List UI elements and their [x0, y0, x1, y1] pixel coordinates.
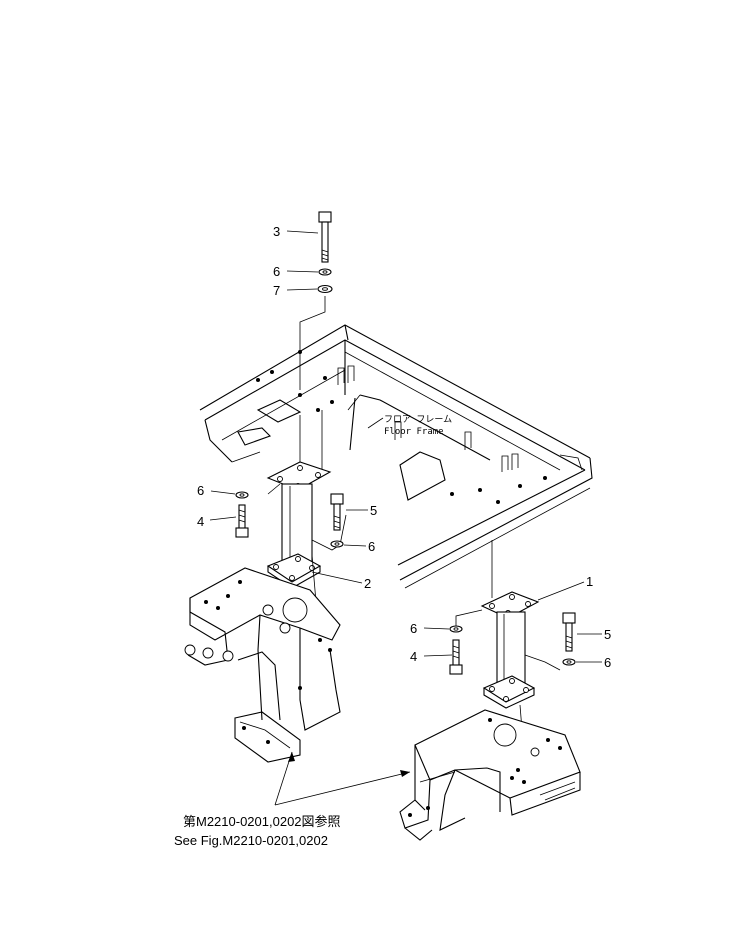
callout-5: 5 — [604, 627, 611, 642]
reference-note: 第M2210-0201,0202図参照 See Fig.M2210-0201,0… — [174, 814, 341, 848]
pedestal-1 — [480, 591, 540, 709]
callout-4: 4 — [410, 649, 417, 664]
lock-washer-6 — [318, 268, 332, 276]
callout-7: 7 — [273, 283, 280, 298]
floor-frame-label-jp: フロア フレーム — [384, 414, 452, 425]
floor-frame — [199, 324, 593, 589]
bolt-3 — [318, 211, 332, 263]
callout-6: 6 — [410, 621, 417, 636]
bolt-4-right — [449, 639, 463, 675]
bolt-5-right — [562, 612, 576, 652]
callout-3: 3 — [273, 224, 280, 239]
callout-2: 2 — [364, 576, 371, 591]
callout-5: 5 — [370, 503, 377, 518]
washer-6-left — [235, 491, 249, 499]
washer-6-right-a — [449, 625, 463, 633]
reference-note-jp: 第M2210-0201,0202図参照 — [183, 814, 341, 829]
callout-6: 6 — [197, 483, 204, 498]
reference-note-en: See Fig.M2210-0201,0202 — [174, 833, 328, 848]
callout-labels: 3 6 7 6 4 5 6 2 1 6 5 4 6 — [197, 224, 611, 670]
right-frame-block — [399, 709, 581, 841]
callout-6: 6 — [273, 264, 280, 279]
callout-1: 1 — [586, 574, 593, 589]
callout-4: 4 — [197, 514, 204, 529]
washer-6-center — [330, 540, 344, 548]
left-frame-block — [184, 567, 341, 763]
leader-lines — [209, 230, 602, 806]
washer-6-right-b — [562, 658, 576, 666]
callout-6: 6 — [604, 655, 611, 670]
floor-frame-label: フロア フレーム Floor Frame — [384, 414, 452, 437]
floor-frame-label-en: Floor Frame — [384, 427, 444, 437]
pedestal-2 — [266, 461, 332, 589]
bolt-4-left — [235, 504, 249, 538]
washer-7 — [317, 284, 333, 294]
callout-6: 6 — [368, 539, 375, 554]
bolt-5-center — [330, 493, 344, 531]
assembly-line-upper — [299, 296, 326, 462]
